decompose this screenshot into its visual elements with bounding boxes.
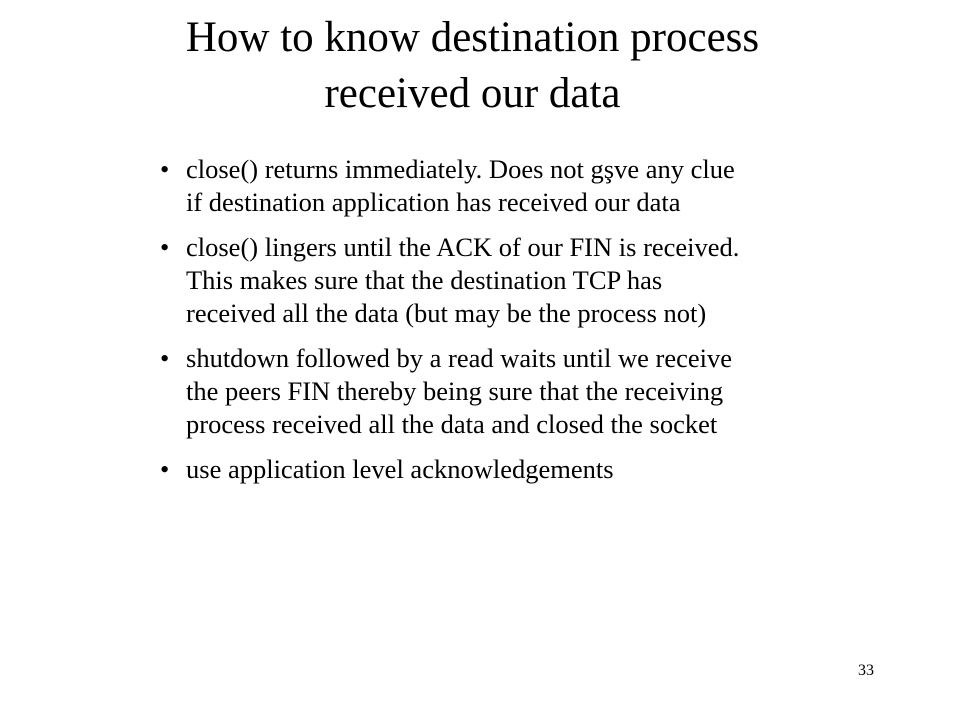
slide-title-line: How to know destination process	[185, 14, 760, 61]
bullet-text-line: process received all the data and closed…	[186, 409, 718, 439]
bullet-text-line: received all the data (but may be the pr…	[186, 298, 707, 328]
bullet-item: • shutdown followed by a read waits unti…	[160, 342, 880, 441]
bullet-text-line: the peers FIN thereby being sure that th…	[186, 376, 724, 406]
bullet-text-line: This makes sure that the destination TCP…	[186, 265, 663, 295]
bullet-item: • close() returns immediately. Does not …	[160, 153, 880, 219]
bullet-text-line: close() lingers until the ACK of our FIN…	[186, 232, 740, 262]
bullet-text-line: use application level acknowledgements	[186, 454, 614, 484]
slide-title-line: received our data	[324, 70, 621, 117]
bullet-marker: •	[160, 343, 170, 373]
bullet-marker: •	[160, 454, 170, 484]
bullet-text-line: close() returns immediately. Does not gş…	[186, 154, 735, 184]
bullet-text-line: if destination application has received …	[186, 187, 681, 217]
page-number: 33	[858, 662, 874, 679]
bullet-text-line: shutdown followed by a read waits until …	[186, 343, 733, 373]
bullet-item: • close() lingers until the ACK of our F…	[160, 231, 880, 330]
bullet-list: • close() returns immediately. Does not …	[160, 153, 880, 498]
slide-title: How to know destination process received…	[0, 10, 945, 122]
bullet-item: • use application level acknowledgements	[160, 453, 880, 486]
bullet-marker: •	[160, 154, 170, 184]
bullet-marker: •	[160, 232, 170, 262]
